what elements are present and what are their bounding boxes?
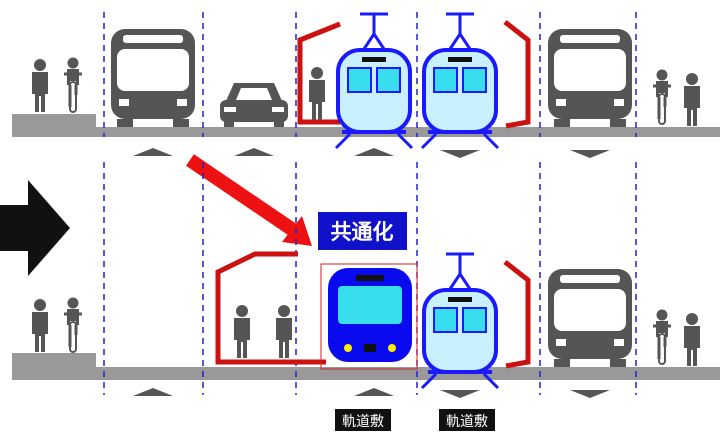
- direction-chevron-icon: [354, 388, 394, 396]
- direction-chevron-icon: [133, 148, 173, 156]
- tram-front-icon: [420, 12, 500, 150]
- pedestrian-icon: [276, 305, 292, 358]
- track-bed-label: 軌道敷: [446, 414, 488, 430]
- shared-label-text: 共通化: [331, 220, 394, 244]
- track-bed-label: 軌道敷: [342, 414, 384, 430]
- tram-front-icon: [334, 12, 414, 150]
- cyclist-icon: [651, 308, 673, 366]
- cyclist-icon: [62, 296, 84, 354]
- pedestrian-icon: [32, 299, 48, 352]
- bus-front-icon: [548, 269, 632, 367]
- platform-shelter-icon: [503, 20, 531, 129]
- direction-chevron-icon: [570, 390, 610, 398]
- shared-label: 共通化: [318, 212, 407, 250]
- bus-front-icon: [548, 29, 632, 127]
- transition-arrow-icon: [0, 180, 70, 276]
- pedestrian-icon: [309, 67, 325, 120]
- sidewalk-right: [636, 127, 720, 137]
- direction-chevron-icon: [440, 150, 480, 158]
- road-surface: [12, 367, 720, 380]
- platform-shelter-icon: [503, 260, 531, 369]
- lane-dividers: [103, 162, 637, 395]
- current-layout-section: [12, 12, 720, 158]
- cyclist-icon: [651, 68, 673, 126]
- track-bed-tag: 軌道敷: [439, 409, 495, 431]
- bus-front-icon: [111, 29, 195, 127]
- track-bed-tag: 軌道敷: [335, 409, 391, 431]
- shared-lane-outline: [320, 263, 418, 370]
- sidewalk-left: [12, 353, 96, 380]
- proposed-layout-section: [12, 162, 720, 398]
- platform-shelter-icon: [215, 251, 326, 365]
- direction-chevron-icon: [234, 148, 274, 156]
- direction-chevron-icon: [354, 148, 394, 156]
- tram-front-icon: [328, 268, 412, 362]
- pedestrian-icon: [684, 313, 700, 366]
- tram-front-icon: [420, 252, 500, 390]
- sidewalk-left: [12, 114, 96, 137]
- sidewalk-right: [636, 367, 720, 380]
- direction-chevron-icon: [570, 150, 610, 158]
- pedestrian-icon: [234, 305, 250, 358]
- cyclist-icon: [62, 56, 84, 114]
- pedestrian-icon: [684, 73, 700, 126]
- direction-chevron-icon: [440, 390, 480, 398]
- transition-arrow-icon: [186, 154, 312, 246]
- platform-shelter-icon: [297, 21, 341, 125]
- car-front-icon: [220, 83, 288, 127]
- direction-chevron-icon: [133, 388, 173, 396]
- lane-dividers: [103, 12, 637, 137]
- pedestrian-icon: [32, 59, 48, 112]
